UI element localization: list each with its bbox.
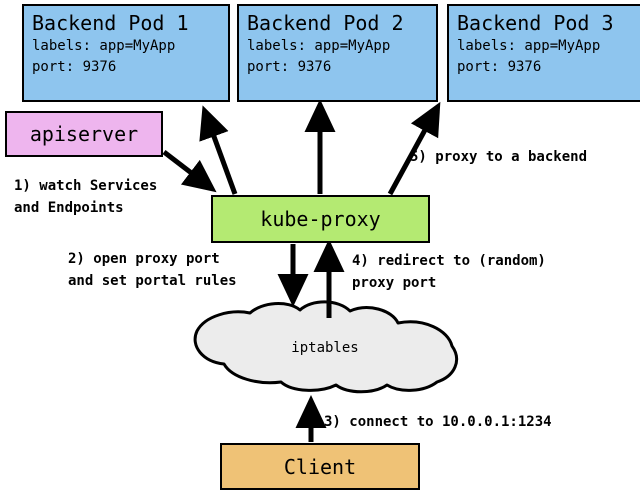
step-2-label: 2) open proxy port and set portal rules [68,248,237,292]
step-3-label: 3) connect to 10.0.0.1:1234 [324,411,552,433]
apiserver-label: apiserver [29,122,139,146]
backend-pod-1-box[interactable]: Backend Pod 1 labels: app=MyApp port: 93… [22,4,230,102]
backend-pod-1-port: port: 9376 [32,59,117,75]
client-label: Client [283,454,357,479]
step-4-label: 4) redirect to (random) proxy port [352,250,546,294]
step-2-line-1: 2) open proxy port [68,251,220,267]
backend-pod-3-title: Backend Pod 3 [457,11,614,35]
kube-proxy-label: kube-proxy [260,207,381,231]
step-1-label: 1) watch Services and Endpoints [14,175,157,219]
step-1-line-2: and Endpoints [14,200,124,216]
kube-proxy-box[interactable]: kube-proxy [211,195,430,243]
backend-pod-2-port: port: 9376 [247,59,332,75]
step-4-line-2: proxy port [352,275,437,291]
step-2-line-2: and set portal rules [68,273,237,289]
step-5-line-1: 5) proxy to a backend [410,149,588,165]
backend-pod-2-title: Backend Pod 2 [247,11,404,35]
backend-pod-3-labels: labels: app=MyApp [457,38,601,54]
backend-pod-1-labels: labels: app=MyApp [32,38,176,54]
iptables-label: iptables [291,340,359,356]
step-1-line-1: 1) watch Services [14,178,158,194]
backend-pod-2-labels: labels: app=MyApp [247,38,391,54]
apiserver-box[interactable]: apiserver [5,111,163,157]
backend-pod-3-box[interactable]: Backend Pod 3 labels: app=MyApp port: 93… [447,4,640,102]
arrow-kubeproxy-to-pod-1 [199,105,238,195]
arrow-apiserver-to-kubeproxy [162,150,217,193]
backend-pod-3-port: port: 9376 [457,59,542,75]
step-4-line-1: 4) redirect to (random) [352,253,546,269]
step-3-line-1: 3) connect to 10.0.0.1:1234 [324,414,552,430]
client-box[interactable]: Client [220,443,420,490]
step-5-label: 5) proxy to a backend [410,146,587,168]
backend-pod-2-box[interactable]: Backend Pod 2 labels: app=MyApp port: 93… [237,4,438,102]
backend-pod-1-title: Backend Pod 1 [32,11,189,35]
